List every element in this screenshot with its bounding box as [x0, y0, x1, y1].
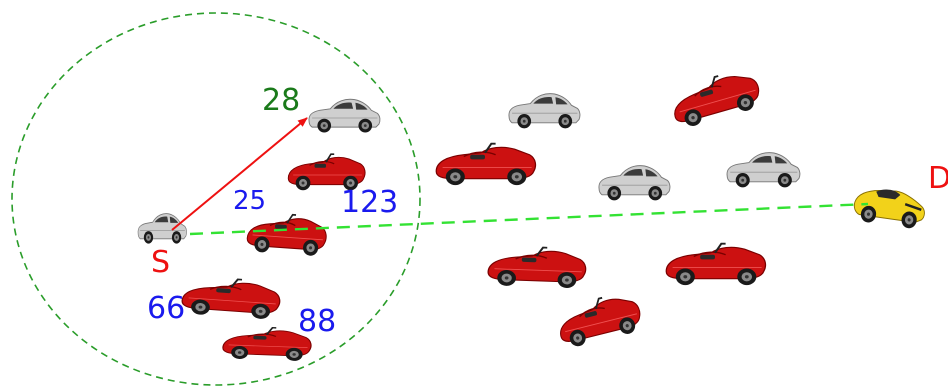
neighbor-car-c	[181, 278, 281, 319]
destination-car	[853, 189, 925, 229]
outside-car-3	[674, 75, 760, 126]
outside-car-6	[487, 246, 587, 289]
vehicles-layer	[137, 75, 925, 361]
outside-car-8	[560, 296, 641, 347]
outside-car-4	[598, 165, 671, 201]
destination-label: D	[928, 161, 948, 196]
selected-next-hop-car	[308, 98, 381, 133]
forwarding-arrow	[171, 117, 308, 231]
outside-car-5	[726, 152, 801, 188]
source-to-destination-line	[189, 202, 869, 236]
selected-next-hop-label: 28	[262, 83, 300, 118]
neighbor-label-123: 123	[341, 185, 398, 220]
transmission-range-circle	[11, 12, 421, 386]
source-label: S	[151, 245, 170, 280]
outside-car-2	[508, 93, 581, 129]
neighbor-label-88: 88	[298, 304, 336, 339]
neighbor-label-25: 25	[233, 186, 266, 216]
neighbor-car-a	[287, 153, 366, 191]
source-car	[137, 213, 187, 244]
neighbor-car-d	[222, 326, 312, 361]
outside-car-1	[435, 142, 537, 186]
neighbor-car-b	[246, 213, 327, 256]
neighbor-label-66: 66	[147, 291, 185, 326]
outside-car-7	[665, 242, 767, 286]
